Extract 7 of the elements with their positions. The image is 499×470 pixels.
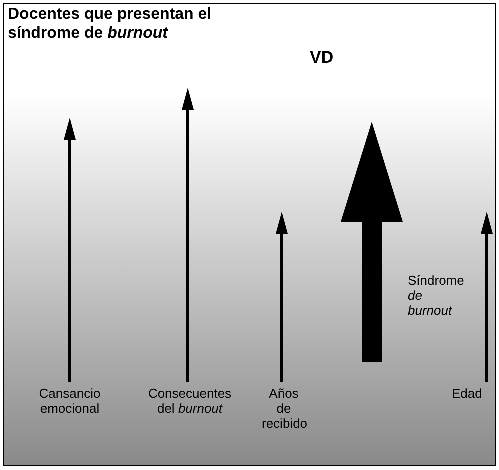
variable-label: Edad: [452, 386, 484, 401]
variable-label: Cansancio emocional: [38, 386, 102, 416]
heading-label: VD: [310, 48, 334, 68]
title-text: Docentes que presentan el síndrome de burnout: [8, 5, 213, 43]
variable-label: Consecuentes del burnout: [147, 386, 233, 416]
variable-label: Síndrome de burnout: [408, 273, 466, 318]
variable-label: Años de recibido: [262, 386, 306, 431]
